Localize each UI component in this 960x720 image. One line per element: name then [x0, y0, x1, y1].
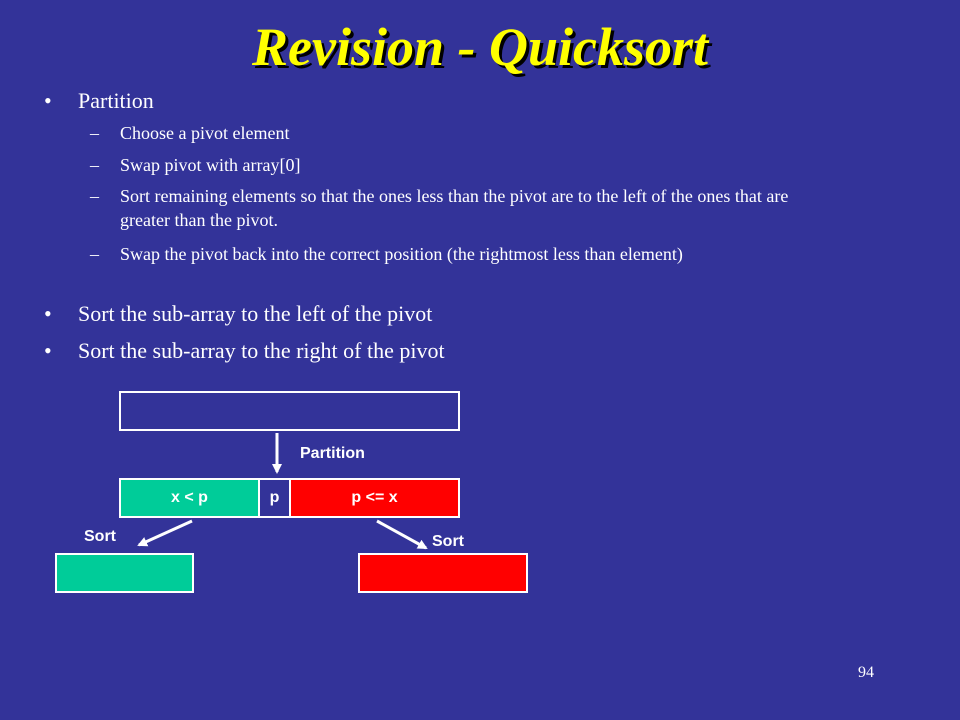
sort-right-arrow — [376, 519, 428, 550]
slide-title: Revision - Quicksort — [251, 17, 709, 77]
dash-marker: – — [90, 186, 99, 206]
bullet-dot: • — [44, 338, 52, 363]
sort-left-label: Sort — [84, 528, 116, 545]
sort-left-arrow — [137, 519, 193, 547]
bullet-text: Partition — [78, 88, 154, 113]
page-number: 94 — [858, 664, 874, 681]
bullet-dot: • — [44, 88, 52, 113]
unsorted-array-box — [119, 391, 460, 431]
bullet-text: Sort the sub-array to the right of the p… — [78, 338, 445, 363]
right-subarray-box — [358, 553, 528, 593]
dash-marker: – — [90, 244, 99, 264]
dash-marker: – — [90, 123, 99, 143]
greater-equal-cell: p <= x — [289, 478, 460, 518]
bullet-dot: • — [44, 301, 52, 326]
dash-marker: – — [90, 155, 99, 175]
pivot-cell: p — [258, 478, 289, 518]
sub-bullet-text: Choose a pivot element — [120, 123, 290, 143]
sub-bullet-text: Swap pivot with array[0] — [120, 155, 301, 175]
partition-label: Partition — [300, 445, 365, 462]
less-than-cell: x < p — [119, 478, 258, 518]
bullet-text: Sort the sub-array to the left of the pi… — [78, 301, 433, 326]
sort-right-label: Sort — [432, 533, 464, 550]
sub-bullet-text: Swap the pivot back into the correct pos… — [120, 244, 683, 264]
left-subarray-box — [55, 553, 194, 593]
sub-bullet-text: Sort remaining elements so that the ones… — [120, 186, 789, 230]
